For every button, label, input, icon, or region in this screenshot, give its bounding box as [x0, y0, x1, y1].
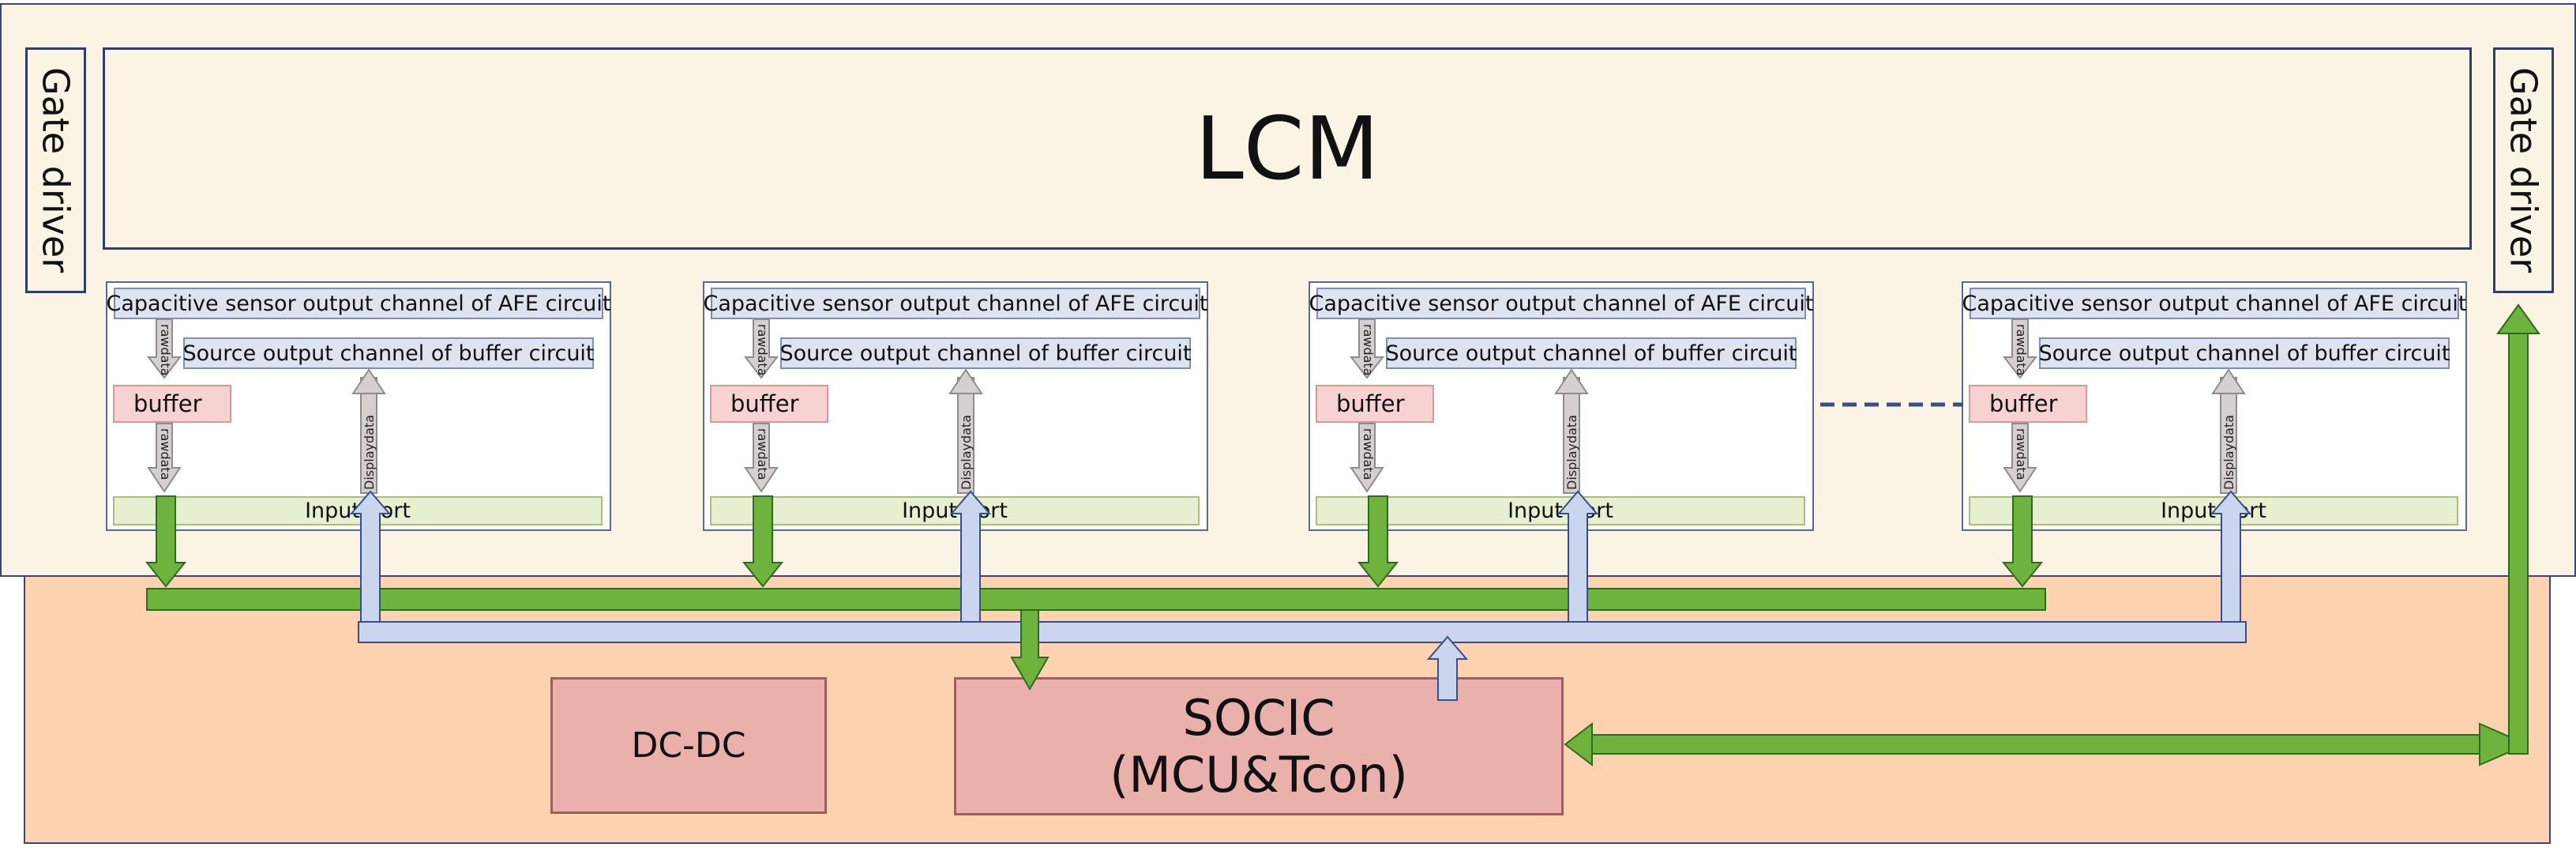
gate-driver-left-label: Gate driver [34, 67, 77, 273]
rawdata-text: rawdata [158, 324, 173, 376]
afe-output-channel: Capacitive sensor output channel of AFE … [704, 288, 1207, 319]
rawdata-text: rawdata [755, 324, 770, 376]
displaydata-text: Displaydata [362, 415, 377, 490]
rawdata-arrow-lower [147, 423, 182, 493]
rawdata-text: rawdata [1361, 324, 1376, 376]
displaydata-arrow [1554, 368, 1589, 494]
socic-title: SOCIC [1182, 688, 1335, 747]
buffer-block: buffer [710, 385, 828, 423]
displaydata-bus [358, 621, 2247, 643]
blue-up-arrow [1556, 490, 1599, 623]
rawdata-text: rawdata [755, 428, 770, 480]
input-port: Input port [113, 496, 603, 525]
rawdata-text: rawdata [2014, 324, 2029, 376]
rawdata-arrow-upper [146, 318, 182, 379]
source-output-channel: Source output channel of buffer circuit [1385, 337, 1797, 369]
displaydata-text: Displaydata [2221, 415, 2236, 490]
rawdata-arrow-upper [2002, 318, 2038, 379]
displaydata-arrow [351, 368, 386, 494]
green-down-arrow [1357, 495, 1399, 588]
afe-output-channel: Capacitive sensor output channel of AFE … [1309, 288, 1813, 319]
input-port: Input port [1969, 496, 2458, 525]
socic-gate-driver-link [1564, 303, 2540, 767]
rawdata-bus [146, 588, 2046, 611]
buffer-block: buffer [1969, 385, 2087, 423]
gate-driver-right-label: Gate driver [2502, 67, 2545, 273]
rawdata-text: rawdata [158, 428, 173, 480]
socic-to-bus-arrow [1426, 635, 1469, 701]
green-down-arrow [742, 495, 784, 588]
rawdata-arrow-lower [1350, 423, 1384, 493]
dcdc-label: DC-DC [631, 725, 746, 766]
lcm-title: LCM [1195, 98, 1380, 199]
afe-output-channel: Capacitive sensor output channel of AFE … [1962, 288, 2466, 319]
rawdata-arrow-lower [744, 423, 779, 493]
gate-driver-right: Gate driver [2493, 47, 2554, 293]
rawdata-text: rawdata [1361, 428, 1376, 480]
buffer-block: buffer [113, 385, 231, 423]
rawdata-arrow-upper [1349, 318, 1385, 379]
rawdata-arrow-upper [743, 318, 779, 379]
dcdc-block: DC-DC [550, 677, 827, 814]
socic-block: SOCIC (MCU&Tcon) [954, 677, 1564, 815]
lcm-box: LCM [103, 47, 2472, 250]
blue-up-arrow [2210, 490, 2252, 623]
source-output-channel: Source output channel of buffer circuit [779, 337, 1192, 369]
source-output-channel: Source output channel of buffer circuit [2038, 337, 2450, 369]
green-down-arrow [2001, 495, 2044, 588]
source-output-channel: Source output channel of buffer circuit [182, 337, 595, 369]
afe-output-channel: Capacitive sensor output channel of AFE … [107, 288, 610, 319]
socic-subtitle: (MCU&Tcon) [1110, 745, 1408, 804]
displaydata-arrow [2211, 368, 2246, 494]
blue-up-arrow [349, 490, 392, 623]
buffer-block: buffer [1316, 385, 1434, 423]
rawdata-arrow-lower [2003, 423, 2037, 493]
green-down-arrow [145, 495, 187, 588]
bus-to-socic-arrow [1010, 609, 1050, 691]
displaydata-text: Displaydata [959, 415, 974, 490]
displaydata-arrow [948, 368, 983, 494]
blue-up-arrow [949, 490, 992, 623]
displaydata-text: Displaydata [1564, 415, 1579, 490]
rawdata-text: rawdata [2014, 428, 2029, 480]
gate-driver-left: Gate driver [25, 47, 86, 293]
